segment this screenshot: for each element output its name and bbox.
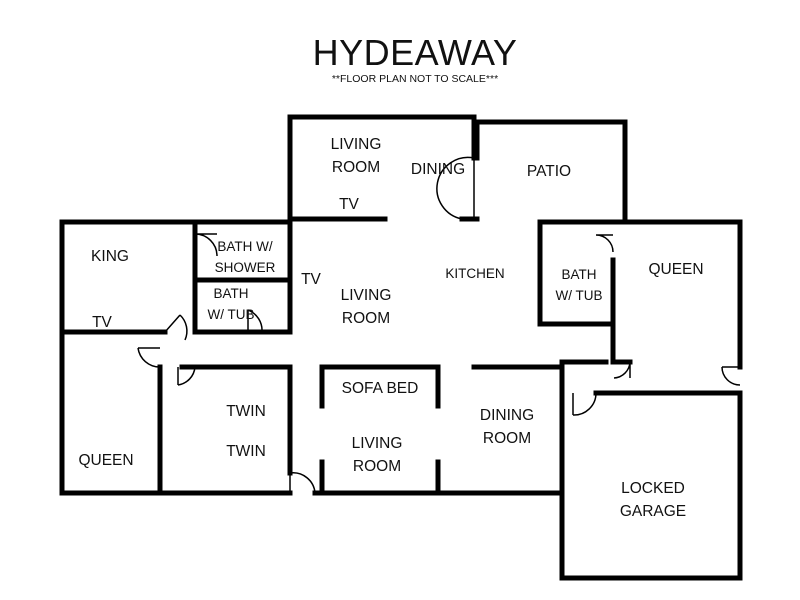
page-title: HYDEAWAY: [312, 32, 518, 73]
door-bath-right: [595, 234, 614, 253]
room-label-twin-1: TWIN: [226, 403, 266, 420]
room-label-queen-left: QUEEN: [78, 452, 134, 469]
wall-patio: [471, 119, 628, 225]
wall-queen-left-room: [59, 329, 163, 496]
door-living-bottom: [289, 472, 316, 494]
room-label-bath-shower: BATH W/SHOWER: [214, 239, 276, 275]
door-bath-tub: [247, 309, 263, 333]
room-label-tv-mid: TV: [301, 271, 321, 288]
room-label-tv-left: TV: [92, 314, 112, 331]
door-hall-down: [137, 347, 161, 368]
door-king: [194, 233, 218, 257]
wall-garage: [559, 390, 743, 581]
room-label-sofa-bed: SOFA BED: [341, 380, 419, 397]
room-label-king: KING: [91, 248, 129, 265]
room-label-patio: PATIO: [526, 163, 572, 180]
room-label-dining-top: DINING: [410, 161, 466, 178]
wall-top-living: [287, 114, 477, 161]
door-queen-right: [613, 361, 631, 379]
room-label-twin-2: TWIN: [226, 443, 266, 460]
room-label-kitchen: KITCHEN: [445, 266, 505, 281]
room-label-queen-right: QUEEN: [648, 261, 704, 278]
door-twin: [177, 366, 196, 386]
page-subtitle: **FLOOR PLAN NOT TO SCALE***: [331, 73, 499, 85]
wall-sofa-top: [319, 364, 441, 409]
wall-queen-left: [610, 257, 633, 365]
door-queen-right-2: [721, 366, 741, 386]
wall-dining-top: [471, 364, 565, 418]
wall-right-top: [537, 219, 743, 370]
door-dining: [436, 156, 475, 220]
door-hall-left: [164, 314, 188, 341]
door-garage: [572, 392, 597, 416]
room-label-tv-top: TV: [339, 196, 359, 213]
